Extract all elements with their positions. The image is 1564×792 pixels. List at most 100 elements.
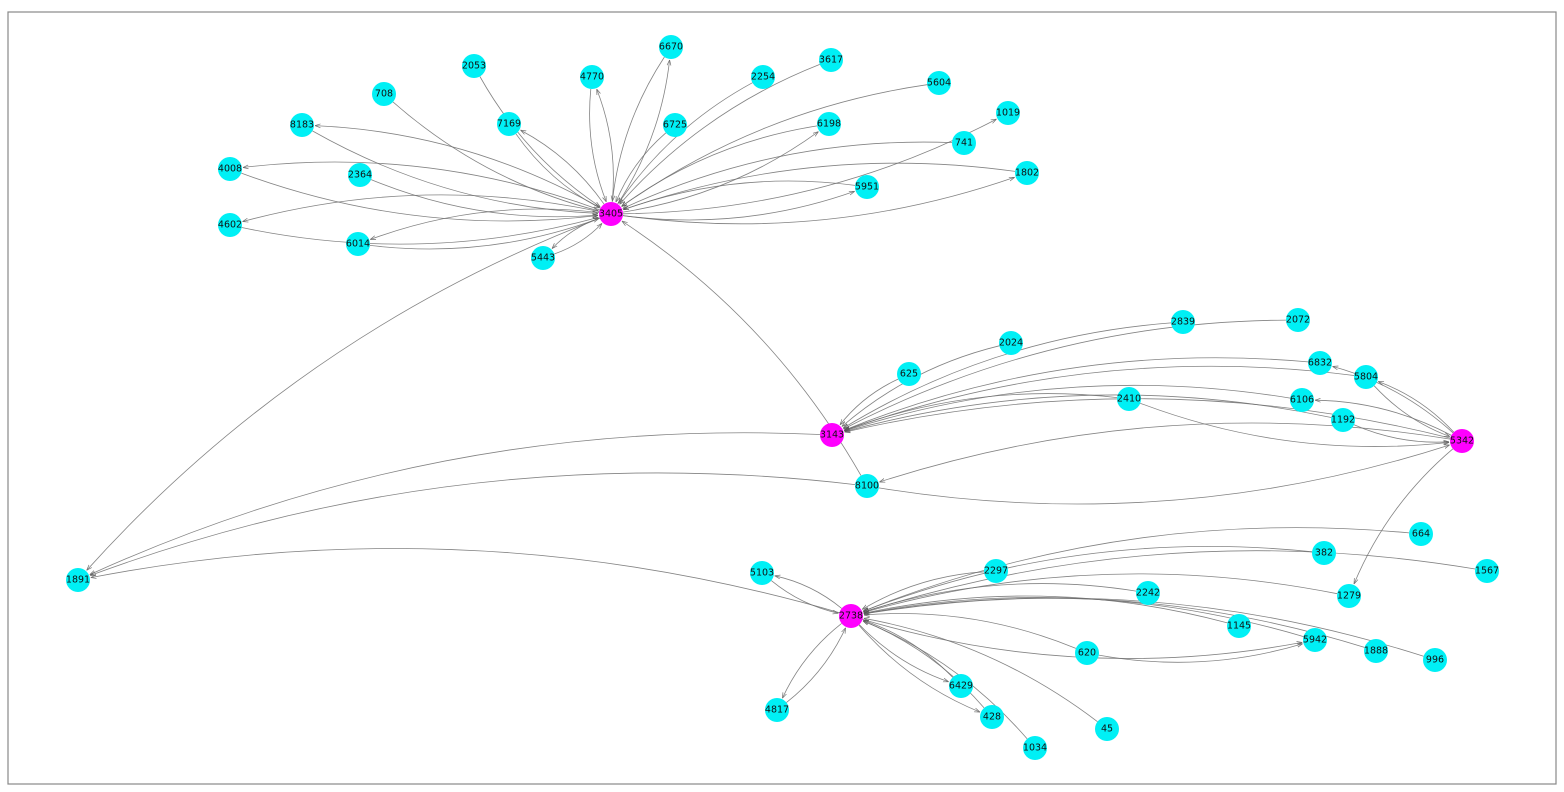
node-428: 428 [980, 705, 1004, 729]
node-label: 8100 [855, 481, 879, 492]
leaf-node-circle [1364, 639, 1388, 663]
node-1192: 1192 [1331, 408, 1355, 432]
edge-45-to-2738 [864, 618, 1098, 723]
edge-6198-to-3405 [622, 125, 818, 206]
hub-node-circle [1450, 429, 1474, 453]
edge-5951-to-3405 [623, 180, 856, 211]
edge-4817-to-2738 [786, 628, 845, 703]
leaf-node-circle [999, 331, 1023, 355]
node-2364: 2364 [348, 163, 372, 187]
edge-2738-to-6429 [859, 624, 948, 683]
edge-1888-to-2738 [864, 597, 1365, 648]
node-label: 1891 [66, 575, 90, 586]
node-620: 620 [1075, 641, 1099, 665]
node-label: 6106 [1290, 395, 1314, 406]
edge-6725-to-3405 [616, 132, 667, 202]
node-label: 625 [900, 369, 918, 380]
edge-4770-to-3405 [589, 88, 607, 202]
leaf-node-circle [855, 175, 879, 199]
edge-3405-to-6198 [622, 132, 819, 213]
edge-3405-to-6014 [370, 208, 600, 240]
node-6832: 6832 [1308, 351, 1332, 375]
node-3617: 3617 [819, 48, 843, 72]
edge-2242-to-2738 [863, 583, 1137, 612]
node-625: 625 [897, 362, 921, 386]
leaf-node-circle [817, 112, 841, 136]
node-label: 3405 [599, 209, 623, 220]
node-label: 2738 [839, 611, 863, 622]
node-label: 708 [375, 89, 393, 100]
edge-620-to-5942 [1098, 644, 1303, 663]
node-label: 741 [955, 138, 973, 149]
node-6725: 6725 [663, 113, 687, 137]
leaf-node-circle [1095, 717, 1119, 741]
node-label: 8183 [290, 120, 314, 131]
leaf-node-circle [952, 131, 976, 155]
edge-5804-to-5342 [1373, 385, 1450, 437]
edge-5342-to-6106 [1315, 400, 1452, 436]
edge-5342-to-3143 [845, 398, 1451, 439]
node-label: 2839 [1171, 317, 1195, 328]
leaf-node-circle [980, 705, 1004, 729]
node-label: 2364 [348, 170, 372, 181]
node-label: 7169 [497, 119, 521, 130]
node-label: 3617 [819, 55, 843, 66]
edge-1034-to-2738 [863, 621, 1028, 740]
node-label: 6832 [1308, 358, 1332, 369]
node-6198: 6198 [817, 112, 841, 136]
node-996: 996 [1423, 648, 1447, 672]
node-4008: 4008 [218, 157, 242, 181]
node-label: 5804 [1354, 372, 1378, 383]
node-label: 996 [1426, 655, 1444, 666]
node-label: 620 [1078, 648, 1096, 659]
edge-741-to-3405 [623, 141, 953, 208]
edge-2297-to-2738 [862, 571, 985, 610]
edge-6106-to-3143 [844, 384, 1291, 431]
node-label: 5951 [855, 182, 879, 193]
leaf-node-circle [1075, 641, 1099, 665]
leaf-node-circle [1409, 522, 1433, 546]
node-label: 5103 [750, 568, 774, 579]
edge-6014-to-3405 [369, 218, 599, 250]
node-664: 664 [1409, 522, 1433, 546]
leaf-node-circle [819, 48, 843, 72]
edge-2410-to-3143 [844, 393, 1118, 431]
edge-1145-to-2738 [864, 595, 1228, 624]
node-8100: 8100 [855, 474, 879, 498]
node-label: 6014 [346, 239, 370, 250]
edge-2738-to-1891 [91, 548, 840, 614]
edge-1567-to-2738 [863, 550, 1476, 612]
leaf-node-circle [348, 163, 372, 187]
edge-708-to-3405 [392, 101, 598, 211]
leaf-node-circle [996, 101, 1020, 125]
node-2297: 2297 [984, 559, 1008, 583]
node-label: 1019 [996, 108, 1020, 119]
edge-1192-to-5342 [1353, 424, 1449, 442]
leaf-node-circle [663, 113, 687, 137]
node-label: 1888 [1364, 646, 1388, 657]
edge-5342-to-6832 [1333, 366, 1454, 434]
node-label: 2297 [984, 566, 1008, 577]
edge-664-to-2738 [863, 527, 1410, 612]
edge-8100-to-1891 [90, 472, 856, 576]
node-label: 1192 [1331, 415, 1355, 426]
node-label: 4602 [218, 220, 242, 231]
leaf-node-circle [1312, 541, 1336, 565]
node-label: 1802 [1015, 168, 1039, 179]
node-4602: 4602 [218, 213, 242, 237]
edge-1802-to-3405 [623, 162, 1016, 211]
node-4817: 4817 [765, 698, 789, 722]
edge-5804-to-3143 [844, 365, 1355, 431]
node-label: 2254 [751, 72, 775, 83]
node-5443: 5443 [531, 246, 555, 270]
edge-5443-to-3405 [554, 223, 602, 255]
leaf-node-circle [1308, 351, 1332, 375]
node-7169: 7169 [497, 112, 521, 136]
edge-3143-to-1891 [90, 432, 821, 575]
leaf-node-circle [580, 65, 604, 89]
node-label: 1567 [1475, 566, 1499, 577]
node-5942: 5942 [1303, 628, 1327, 652]
edge-3405-to-5951 [622, 190, 855, 221]
node-label: 1279 [1337, 591, 1361, 602]
